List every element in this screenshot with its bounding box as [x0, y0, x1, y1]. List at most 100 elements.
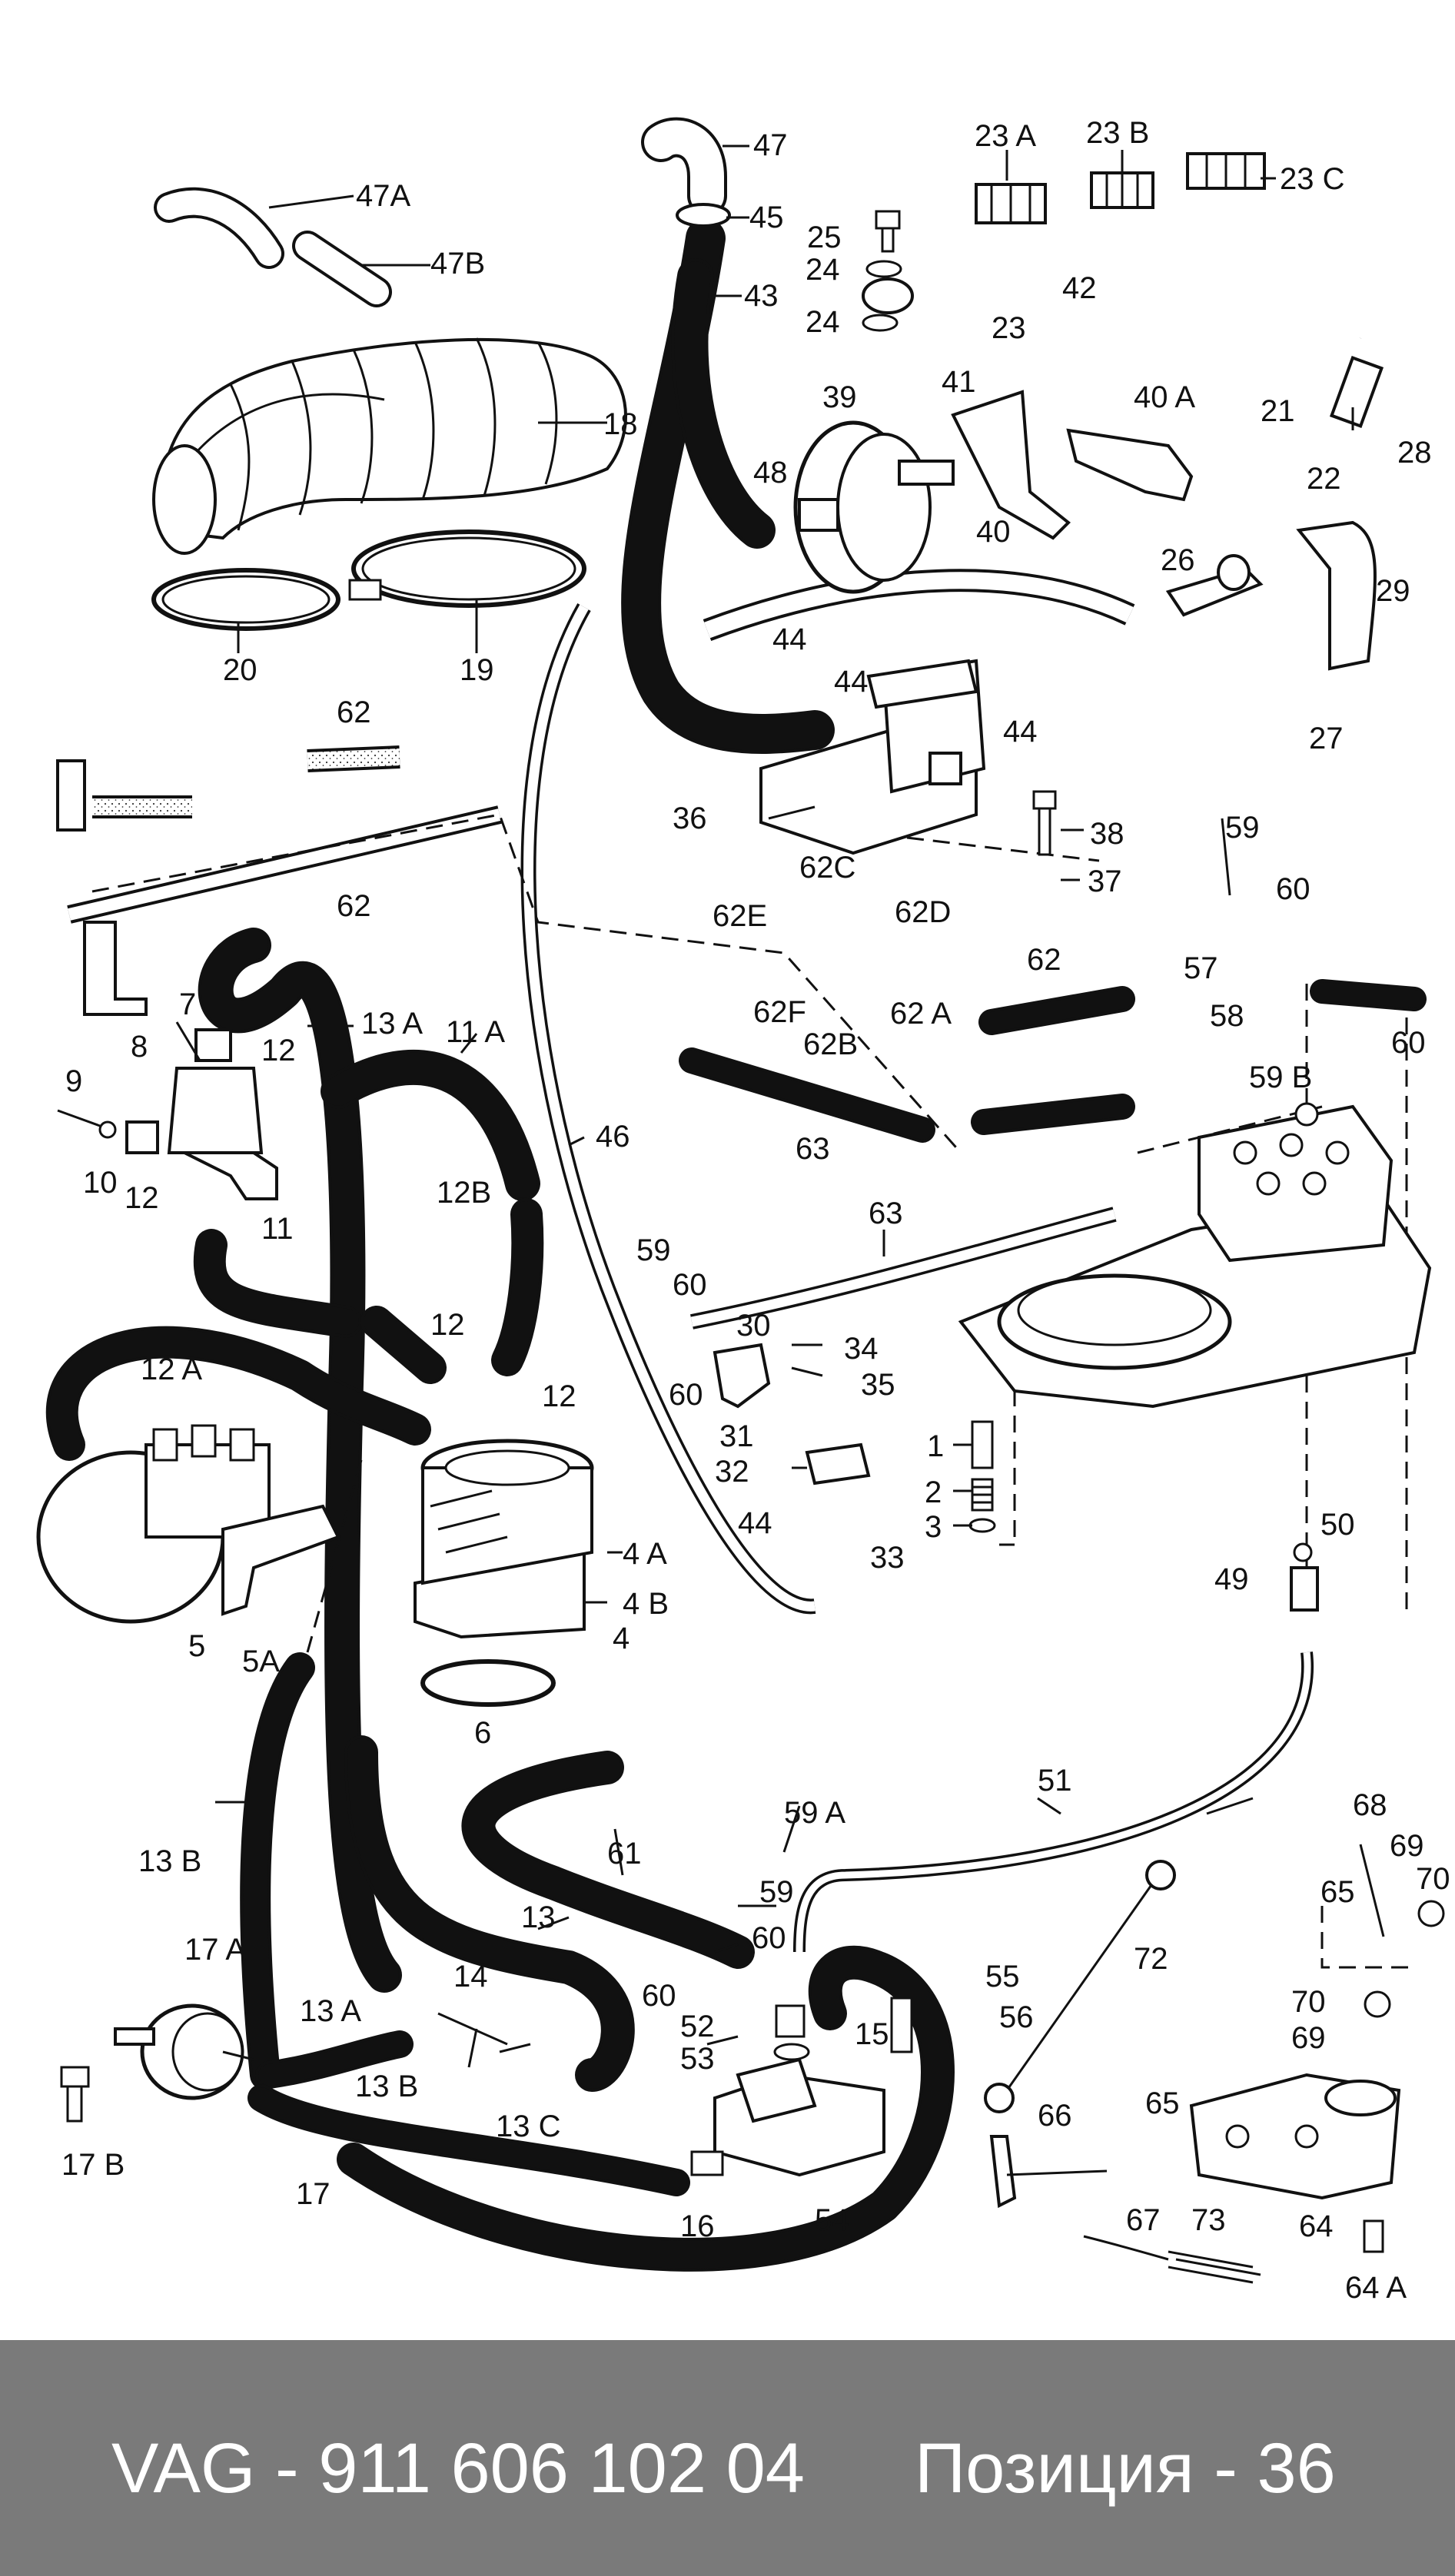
callout-11A: 11 A — [446, 1015, 505, 1049]
callout-29: 29 — [1376, 574, 1410, 608]
bracket-40 — [951, 390, 1071, 540]
callout-12-b: 12 — [125, 1181, 159, 1215]
callout-67: 67 — [1126, 2203, 1161, 2237]
valve-body-36 — [759, 659, 986, 855]
vacuum-unit-39 — [793, 420, 955, 594]
callout-37: 37 — [1088, 865, 1122, 898]
screw-9 — [57, 1109, 117, 1139]
bracket-40A — [1066, 428, 1194, 502]
fitting-52 — [775, 2004, 806, 2038]
hose-12-short — [360, 1306, 447, 1384]
nut-70 — [1364, 1900, 1445, 2018]
screw-38 — [1032, 790, 1057, 856]
clamp-19 — [348, 529, 586, 608]
callout-35: 35 — [861, 1368, 895, 1402]
callout-5: 5 — [188, 1629, 205, 1663]
callout-27: 27 — [1309, 722, 1344, 755]
callout-15: 15 — [855, 2017, 889, 2051]
distributor-5 — [36, 1424, 340, 1624]
hose-11A — [321, 1049, 540, 1201]
callout-18: 18 — [603, 407, 638, 441]
callout-23: 23 — [992, 311, 1026, 345]
callout-60-low: 60 — [669, 1378, 703, 1412]
callout-50: 50 — [1320, 1508, 1355, 1542]
callout-26: 26 — [1161, 543, 1195, 577]
callout-62D: 62D — [895, 895, 951, 929]
callout-4: 4 — [613, 1622, 630, 1655]
callout-13A-top: 13 A — [361, 1007, 423, 1041]
throttle-body-4 — [414, 1439, 594, 1639]
callout-62C: 62C — [799, 851, 855, 885]
line-62-upper — [67, 805, 502, 924]
washer-24 — [862, 260, 914, 332]
callout-41: 41 — [942, 365, 976, 399]
callout-59-top: 59 — [1225, 811, 1260, 845]
callout-23A: 23 A — [975, 119, 1036, 153]
pipe-62-top — [56, 745, 400, 832]
callout-23B: 23 B — [1086, 116, 1149, 150]
pump-54 — [690, 2057, 885, 2177]
callout-3: 3 — [925, 1510, 942, 1544]
bracket-27 — [1165, 520, 1377, 671]
callout-44-b: 44 — [834, 665, 869, 699]
gasket-6 — [420, 1659, 556, 1707]
callout-34: 34 — [844, 1332, 879, 1366]
callout-62-top: 62 — [337, 695, 371, 729]
part-32 — [805, 1442, 871, 1486]
callout-43: 43 — [744, 279, 779, 313]
screw-1 — [971, 1420, 994, 1469]
hose-63b — [971, 1094, 1135, 1135]
callout-8: 8 — [131, 1030, 148, 1064]
line-46 — [520, 603, 816, 1615]
callout-12-c: 12 — [430, 1308, 465, 1342]
callout-46: 46 — [596, 1120, 630, 1154]
hose-13C — [247, 2084, 690, 2196]
callout-24-top: 24 — [806, 253, 840, 287]
callout-69-top: 69 — [1390, 1829, 1424, 1863]
callout-16: 16 — [680, 2209, 715, 2243]
link-68 — [1359, 1844, 1385, 1937]
callout-59-mid: 59 — [636, 1233, 671, 1267]
callout-62F: 62F — [753, 995, 806, 1029]
hose-13A — [198, 928, 402, 1993]
callout-47: 47 — [753, 128, 788, 162]
regulator-7 — [167, 1028, 278, 1200]
callout-53: 53 — [680, 2042, 715, 2076]
callout-51: 51 — [1038, 1764, 1072, 1798]
callout-48: 48 — [753, 456, 788, 490]
callout-73: 73 — [1191, 2203, 1226, 2237]
callout-56: 56 — [999, 2000, 1034, 2034]
callout-10: 10 — [83, 1166, 118, 1200]
callout-64A: 64 A — [1345, 2271, 1407, 2305]
hose-11 — [193, 1229, 362, 1338]
callout-14: 14 — [453, 1960, 488, 1993]
callout-4A: 4 A — [623, 1537, 667, 1571]
callout-61: 61 — [607, 1837, 642, 1871]
line-cross-hoses — [703, 569, 1135, 642]
fitting-49 — [1290, 1566, 1319, 1612]
bracket-64 — [1189, 2073, 1401, 2200]
part-8 — [125, 1120, 159, 1154]
callout-13B-low: 13 B — [355, 2070, 418, 2103]
spring-2 — [971, 1478, 994, 1512]
fitting-21 — [1329, 356, 1384, 428]
spring-73 — [1083, 2235, 1261, 2284]
callout-70-low: 70 — [1291, 1985, 1326, 2019]
hose-12-lower — [491, 1198, 544, 1376]
callout-21: 21 — [1261, 394, 1295, 428]
callout-labels: 47 47A 47B 45 43 25 24 24 23 A 23 B 23 C… — [61, 116, 1450, 2305]
callout-22: 22 — [1307, 462, 1341, 496]
bolt-17B — [60, 2066, 90, 2123]
callout-65-low: 65 — [1145, 2086, 1180, 2120]
part-23A — [975, 183, 1047, 224]
callout-17: 17 — [296, 2177, 331, 2211]
hose-62 — [978, 986, 1135, 1035]
callout-70-top: 70 — [1416, 1862, 1450, 1896]
callout-72: 72 — [1134, 1942, 1168, 1976]
hose-13B — [240, 1652, 315, 2090]
callout-33: 33 — [870, 1541, 905, 1575]
line-51 — [793, 1651, 1314, 1953]
rod-72 — [984, 1860, 1176, 2113]
callout-12-a: 12 — [261, 1034, 296, 1067]
hose-61 — [461, 1751, 755, 1969]
